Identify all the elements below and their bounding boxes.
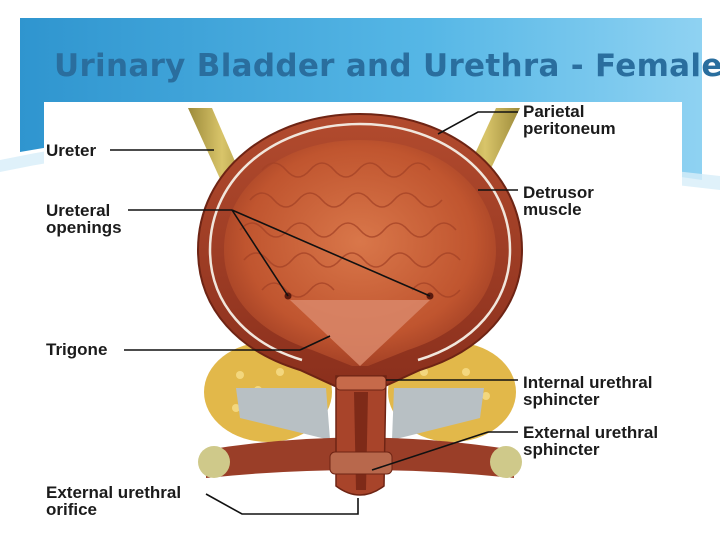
label-external-orifice-line2: orifice xyxy=(46,500,98,519)
label-ureteral-openings-line1: Ureteral xyxy=(46,201,111,220)
internal-sphincter xyxy=(335,375,387,391)
label-internal-sphincter-line1: Internal urethral xyxy=(523,373,653,392)
label-external-sphincter-line2: sphincter xyxy=(523,440,600,459)
label-internal-sphincter-line2: sphincter xyxy=(523,390,600,409)
label-trigone: Trigone xyxy=(46,340,108,359)
slide-title: Urinary Bladder and Urethra - Female xyxy=(54,48,720,84)
label-detrusor-line2: muscle xyxy=(523,200,582,219)
label-external-orifice-line1: External urethral xyxy=(46,483,182,502)
label-parietal-line2: peritoneum xyxy=(523,119,616,138)
trigone-area xyxy=(290,300,430,366)
right-fascia xyxy=(392,388,484,440)
external-sphincter xyxy=(329,451,393,475)
label-ureteral-openings-line2: openings xyxy=(46,218,122,237)
label-detrusor-line1: Detrusor xyxy=(523,183,594,202)
orifice-leader xyxy=(205,493,359,515)
label-external-sphincter-line1: External urethral xyxy=(523,423,659,442)
label-ureter: Ureter xyxy=(46,141,97,160)
label-parietal-line1: Parietal xyxy=(523,102,585,121)
parietal-leader xyxy=(437,111,518,135)
left-fascia xyxy=(236,388,330,440)
bladder-lumen xyxy=(224,140,496,366)
